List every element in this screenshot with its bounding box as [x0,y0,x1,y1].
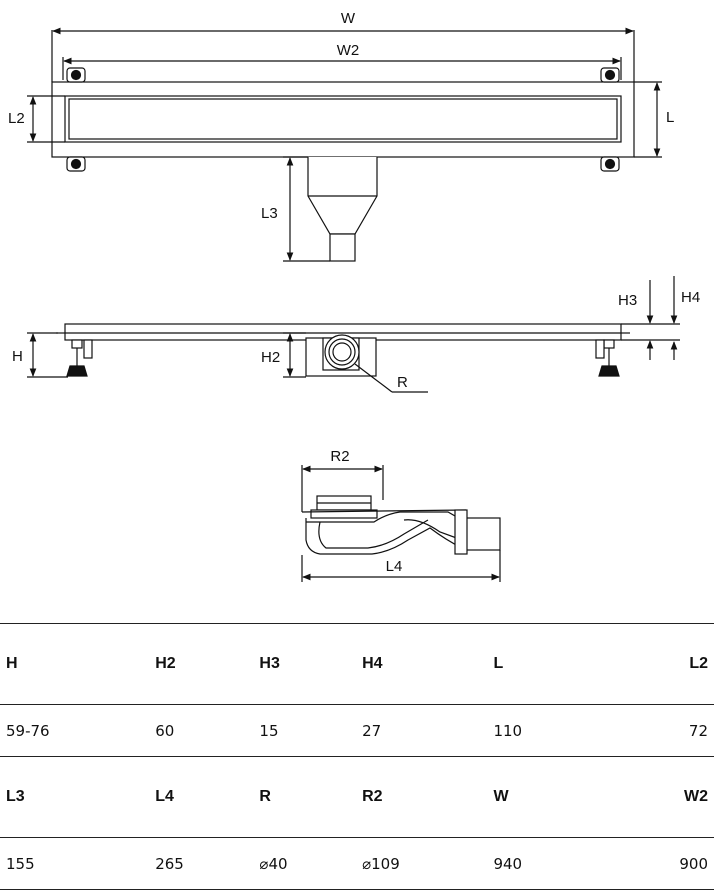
table-header-cell: H [6,655,18,672]
label-l3: L3 [261,205,278,222]
table-header-cell: H3 [259,655,280,672]
outlet-circle [324,334,360,370]
table-cell: 155 [6,854,35,873]
table-header-cell: L3 [6,788,25,805]
table-row: 59-76 60 15 27 110 72 [0,704,714,757]
label-l2: L2 [8,110,25,127]
label-l4: L4 [386,558,403,575]
table-header-cell: H4 [362,655,383,672]
foot-top-left [66,67,86,172]
table-cell: 15 [259,721,279,740]
table-header-cell: L [493,655,504,672]
table-header-row: H H2 H3 H4 L L2 [0,623,714,705]
outlet-pipe [329,233,356,262]
label-l: L [666,109,674,126]
table-cell: ⌀109 [362,854,400,873]
label-r: R [397,374,408,391]
label-h: H [12,348,23,365]
table-cell: 27 [362,721,382,740]
table-cell: ⌀40 [259,854,288,873]
table-header-cell: L4 [155,788,174,805]
drain-grate [64,95,622,143]
table-cell: 265 [155,854,184,873]
table-header-cell: R2 [362,788,383,805]
table-header-cell: L2 [689,655,708,672]
label-h2: H2 [261,349,280,366]
table-header-row: L3 L4 R R2 W W2 [0,756,714,838]
table-cell: 60 [155,721,175,740]
table-header-cell: W [493,788,509,805]
table-cell: 59-76 [6,721,50,740]
table-header-cell: W2 [684,788,708,805]
siphon-view [301,465,501,582]
foot-top-right [600,67,620,172]
table-cell: 110 [493,721,523,740]
table-header-cell: H2 [155,655,176,672]
table-cell: 900 [679,854,708,873]
drain-frame [51,81,635,158]
siphon-outlet [461,517,501,551]
label-w2: W2 [337,42,360,59]
table-cell: 940 [493,854,523,873]
label-w: W [341,10,356,27]
technical-drawing: W W2 L L2 L3 [8,10,700,582]
label-h4: H4 [681,289,700,306]
label-r2: R2 [330,448,349,465]
table-row: 155 265 ⌀40 ⌀109 940 900 [0,837,714,890]
dim-r-leader [354,363,393,393]
table-header-cell: R [259,788,271,805]
side-foot-left [66,339,93,377]
side-view [27,276,680,393]
table-cell: 72 [688,721,708,740]
side-foot-right [595,339,620,377]
top-view [27,27,662,262]
label-h3: H3 [618,292,637,309]
